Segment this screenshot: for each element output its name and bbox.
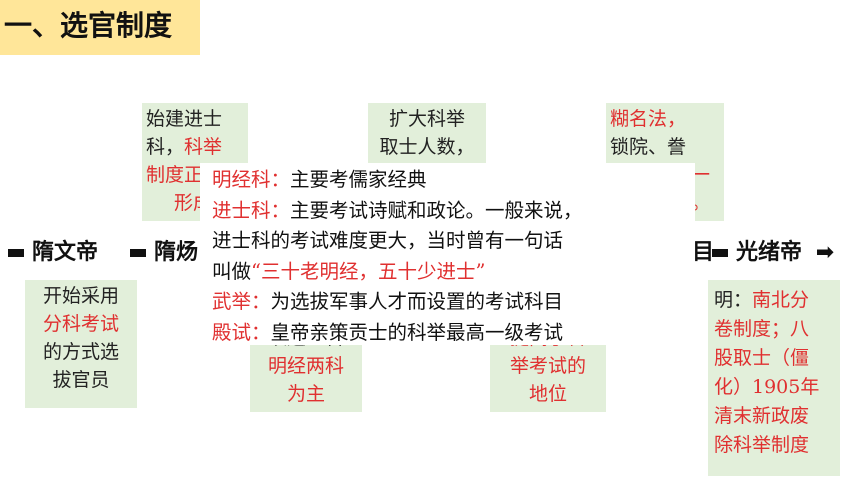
box-text-highlight: 。 — [690, 192, 710, 214]
box-text: 的方式选 — [42, 341, 119, 363]
box-text-highlight: 举考试的 — [509, 355, 586, 377]
box-text-highlight: 制度正 — [146, 164, 204, 186]
timeline-item-song: 目 — [692, 240, 715, 265]
timeline-marker — [130, 249, 146, 257]
section-title: 一、选官制度 — [0, 0, 200, 55]
box-text-highlight: 除科举制度 — [714, 434, 810, 456]
box-sui-wendi: 开始采用 分科考试 的方式选 拔官员 — [25, 280, 137, 408]
panel-line-mingjing: 明经科：主要考儒家经典 — [212, 168, 427, 191]
timeline-marker — [712, 249, 728, 257]
box-text-highlight: 卷制度；八 — [714, 318, 810, 340]
box-text-highlight: 糊名法， — [610, 108, 687, 130]
exam-explanation-panel: 明经科：主要考儒家经典 进士科：主要考试诗赋和政论。一般来说， 进士科的考试难度… — [200, 163, 695, 345]
timeline-item-sui-wendi: 隋文帝 — [8, 234, 98, 266]
timeline-item-guangxu: 光绪帝 ➡ — [712, 234, 834, 266]
panel-line-jinshi: 进士科：主要考试诗赋和政论。一般来说， — [212, 198, 583, 222]
arrow-right-icon: ➡ — [815, 240, 835, 265]
box-text-highlight: 清末新政废 — [714, 405, 810, 427]
box-text: 取士人数， — [379, 136, 475, 158]
box-tang-top: 扩大科举 取士人数， — [368, 103, 486, 165]
box-text: 扩大科举 — [388, 108, 465, 130]
box-text: 锁院、誊 — [610, 136, 687, 158]
box-text: 科，科举 — [146, 136, 223, 158]
timeline-item-sui-yangdi: 隋炀 — [130, 234, 198, 266]
panel-line-difficulty: 进士科的考试难度更大，当时曾有一句话 — [212, 229, 564, 252]
box-text: 开始采用 — [42, 285, 119, 307]
box-text: 始建进士 — [146, 108, 223, 130]
box-text-highlight: 地位 — [528, 383, 567, 405]
timeline-marker — [8, 249, 24, 257]
panel-line-dianshi: 殿试：皇帝亲策贡士的科举最高一级考试 — [212, 320, 564, 344]
box-ming-qing: 明：南北分 卷制度；八 股取士（僵 化）1905年 清末新政废 除科举制度 — [708, 280, 840, 476]
box-text-highlight: 明经两科 — [267, 355, 344, 377]
box-text-highlight: 一 — [690, 164, 710, 186]
box-text-highlight: 化）1905年 — [714, 376, 820, 398]
box-text-highlight: 分科考试 — [42, 313, 119, 335]
panel-line-saying: 叫做“三十老明经，五十少进士” — [212, 259, 486, 283]
panel-line-wuju: 武举：为选拔军事人才而设置的考试科目 — [212, 290, 564, 313]
box-text-highlight: 为主 — [286, 383, 325, 405]
box-text: 拔官员 — [52, 369, 110, 391]
box-text-highlight: 股取士（僵 — [714, 347, 810, 369]
box-text: 明：南北分 — [714, 289, 810, 311]
